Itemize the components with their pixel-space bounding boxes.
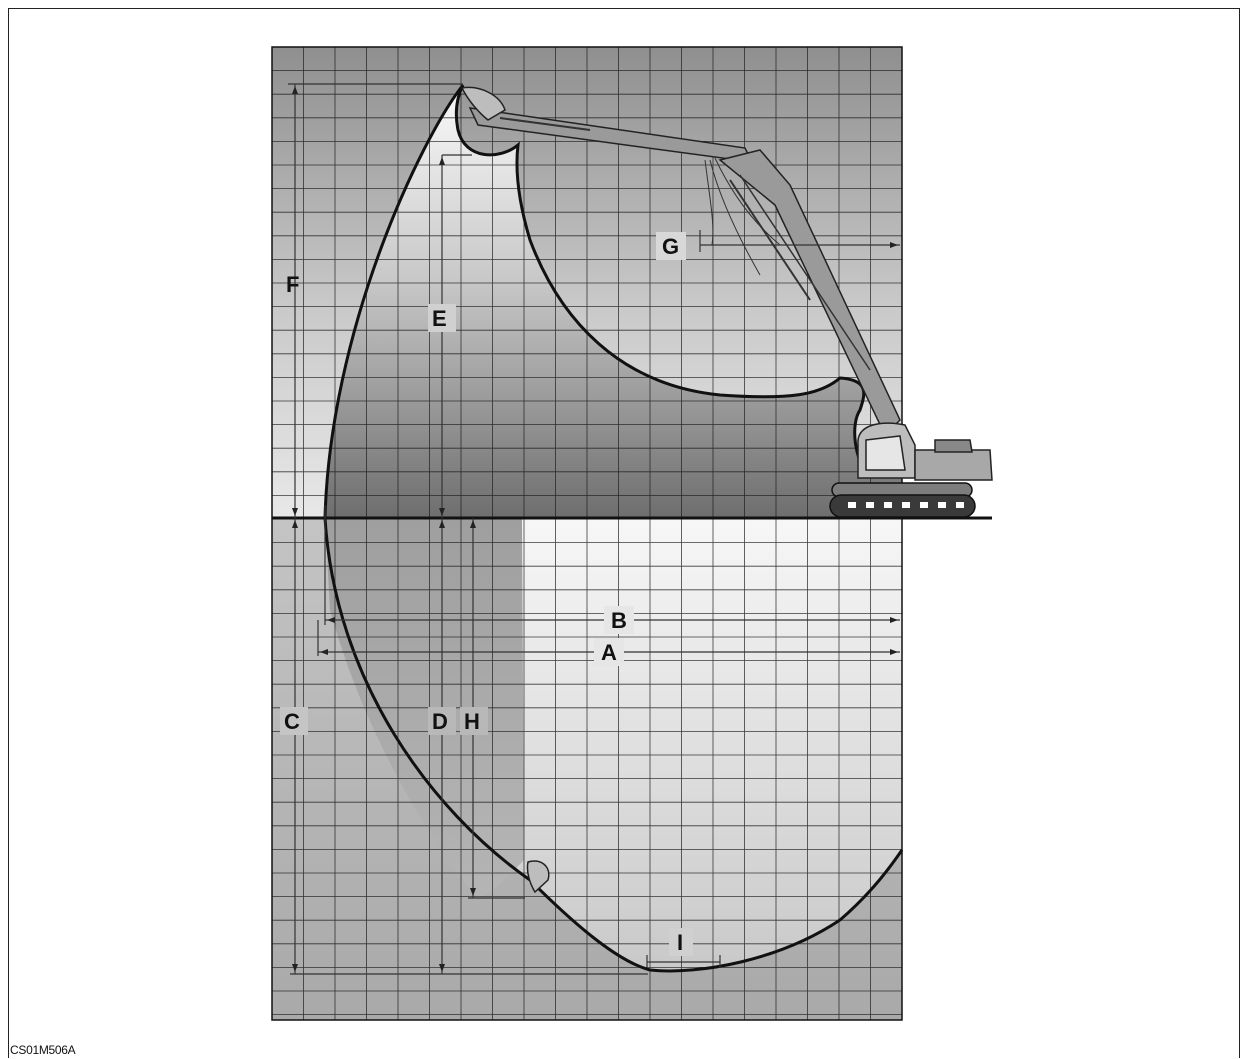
label-D: D <box>432 709 448 734</box>
grid-border <box>271 46 903 1021</box>
page-frame <box>8 8 1240 1058</box>
excavator-boom-arm <box>460 86 901 437</box>
dimension-arrows <box>292 86 898 972</box>
label-H: H <box>464 709 480 734</box>
bucket-at-depth <box>526 860 550 894</box>
reach-envelope-upper <box>325 85 902 518</box>
label-A: A <box>601 640 617 665</box>
label-I: I <box>677 930 683 955</box>
envelope-outline <box>323 84 904 973</box>
excavator-illustration <box>460 86 993 894</box>
excavator-tracks <box>829 482 976 518</box>
label-G: G <box>662 234 679 259</box>
label-E: E <box>432 306 447 331</box>
figure-code: CS01M506A <box>10 1043 76 1057</box>
label-F: F <box>286 272 299 297</box>
envelope-inner-outline <box>454 84 870 476</box>
background-grid <box>271 46 903 1020</box>
label-B: B <box>611 608 627 633</box>
dimension-label-group: F E G B A C D H I <box>280 232 693 956</box>
bucket-swing-lines <box>704 157 781 276</box>
label-C: C <box>284 709 300 734</box>
excavator-upper-structure <box>857 422 993 481</box>
